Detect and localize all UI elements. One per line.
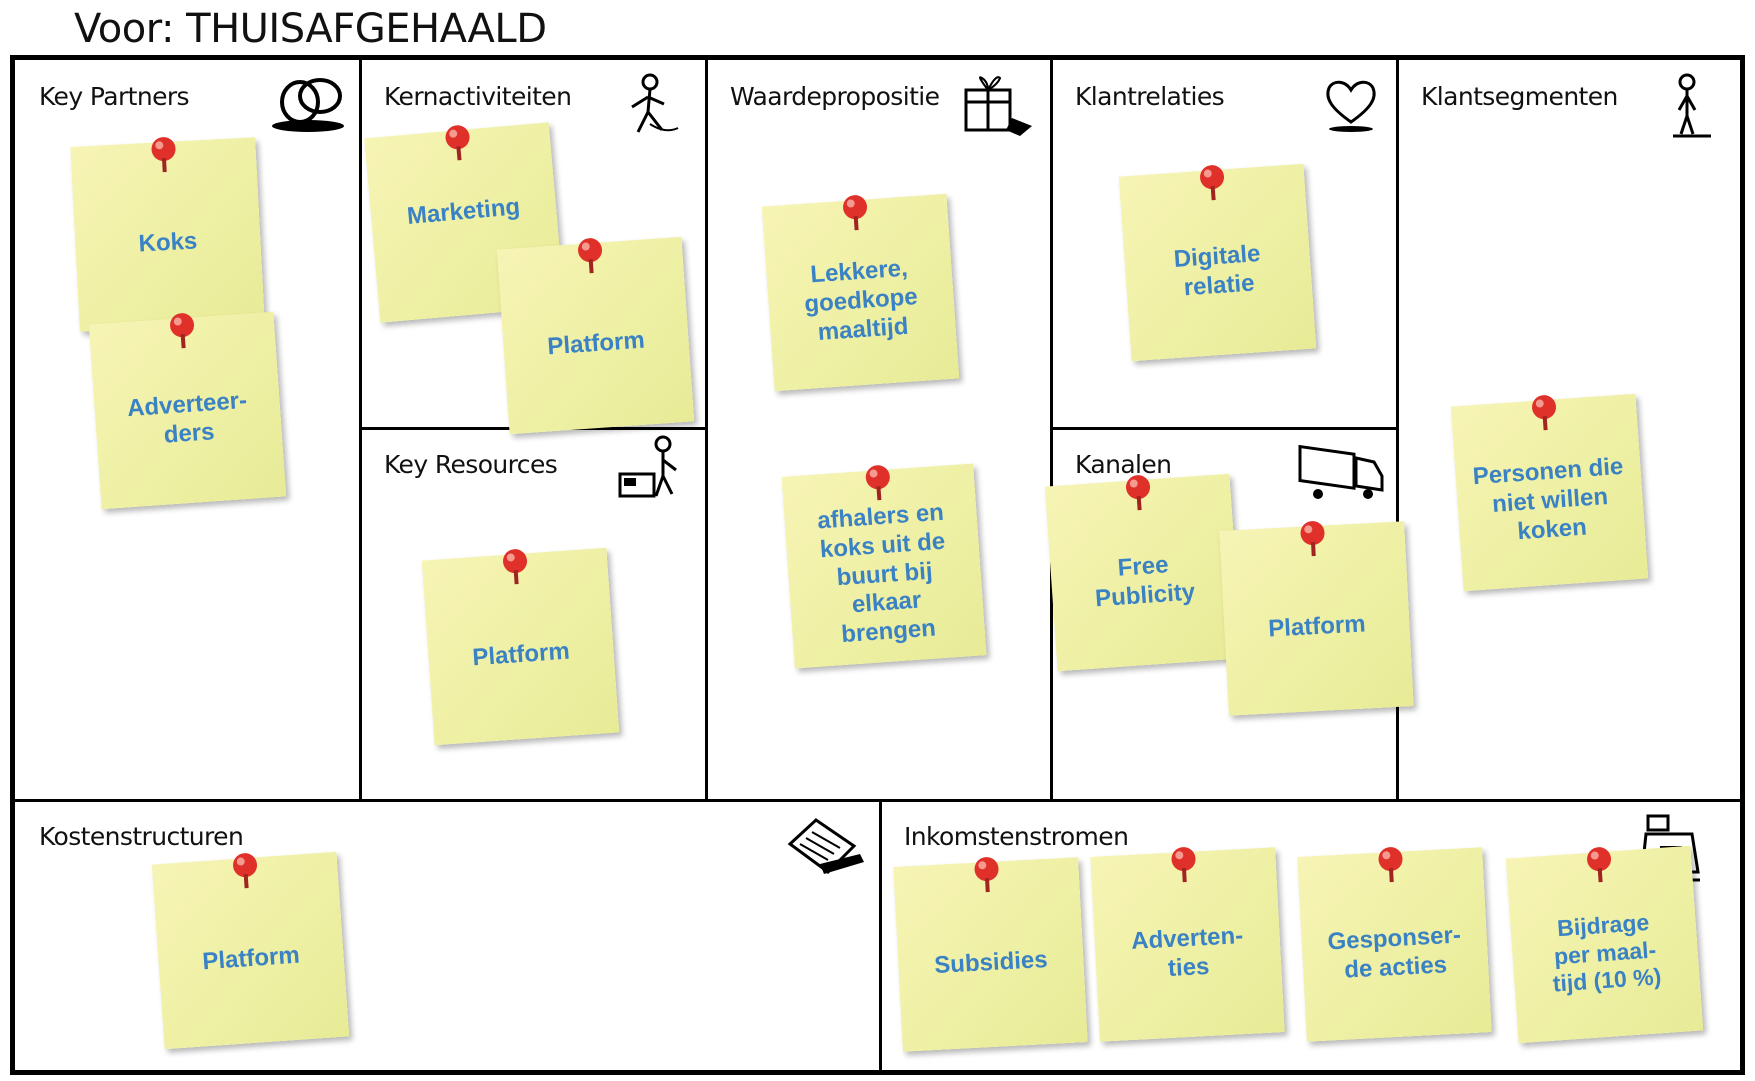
pin-icon — [1199, 165, 1224, 201]
note-text: Adverteer- ders — [126, 386, 248, 449]
rings-icon — [270, 74, 350, 139]
note-text: Lekkere, goedkope maaltijd — [803, 254, 919, 346]
gift-icon — [956, 70, 1036, 145]
receipt-icon — [780, 814, 866, 883]
block-key-resources: Key Resources Platform — [360, 428, 708, 802]
note-gesponserde-acties: Gesponser- de acties — [1297, 847, 1492, 1042]
heart-icon — [1321, 74, 1381, 139]
note-text: Subsidies — [933, 946, 1049, 980]
pin-icon — [865, 465, 890, 501]
note-platform-costs: Platform — [151, 851, 350, 1050]
block-title-klantsegmenten: Klantsegmenten — [1421, 82, 1618, 111]
note-text: Digitale relatie — [1172, 239, 1262, 301]
note-platform-activities: Platform — [496, 236, 695, 435]
note-platform-channels: Platform — [1219, 521, 1414, 716]
note-free-publicity: Free Publicity — [1044, 473, 1243, 672]
pin-icon — [577, 238, 602, 274]
pin-icon — [502, 549, 527, 585]
note-digitale-relatie: Digitale relatie — [1118, 163, 1317, 362]
block-kostenstructuren: Kostenstructuren Platform — [15, 800, 882, 1070]
pin-icon — [1171, 847, 1196, 883]
note-text: Personen die niet willen koken — [1471, 453, 1625, 546]
pin-icon — [1300, 521, 1325, 557]
block-title-kanalen: Kanalen — [1075, 450, 1172, 479]
note-lekkere-goedkope-maaltijd: Lekkere, goedkope maaltijd — [761, 193, 960, 392]
block-key-partners: Key Partners Koks Adverteer- ders — [15, 60, 362, 802]
note-text: Platform — [201, 941, 301, 976]
note-personen-die-niet-willen-koken: Personen die niet willen koken — [1450, 393, 1649, 592]
pin-icon — [1531, 395, 1556, 431]
page-title: Voor: THUISAFGEHAALD — [74, 6, 547, 52]
pin-icon — [1586, 847, 1611, 883]
note-bijdrage-per-maaltijd: Bijdrage per maal- tijd (10 %) — [1505, 845, 1704, 1044]
pin-icon — [842, 195, 867, 231]
pin-icon — [169, 313, 194, 349]
note-subsidies: Subsidies — [893, 857, 1088, 1052]
note-advertenties: Adverten- ties — [1090, 847, 1285, 1042]
block-title-inkomstenstromen: Inkomstenstromen — [904, 822, 1129, 851]
pin-icon — [232, 853, 257, 889]
note-marketing: Marketing — [364, 122, 565, 323]
block-title-waardepropositie: Waardepropositie — [730, 82, 940, 111]
business-model-canvas: Key Partners Koks Adverteer- ders Kernac… — [10, 55, 1745, 1075]
person-icon — [1665, 72, 1715, 147]
note-text: Marketing — [405, 193, 522, 231]
block-waardepropositie: Waardepropositie Lekkere, goedkope maalt… — [706, 60, 1053, 802]
worker-icon — [620, 72, 680, 147]
note-platform-resources: Platform — [421, 547, 620, 746]
block-title-klantrelaties: Klantrelaties — [1075, 82, 1225, 111]
block-inkomstenstromen: Inkomstenstromen Subsidies Adverten- tie… — [880, 800, 1740, 1070]
note-text: Platform — [546, 326, 646, 361]
note-text: Bijdrage per maal- tijd (10 %) — [1551, 908, 1663, 997]
block-title-kernactiviteiten: Kernactiviteiten — [384, 82, 572, 111]
note-text: Gesponser- de acties — [1326, 921, 1462, 984]
note-text: Free Publicity — [1094, 550, 1196, 612]
note-koks: Koks — [70, 137, 265, 332]
note-text: Koks — [137, 227, 198, 258]
note-afhalers-en-koks: afhalers en koks uit de buurt bij elkaar… — [781, 463, 987, 669]
note-text: Platform — [471, 637, 571, 672]
pin-icon — [1378, 847, 1403, 883]
block-kernactiviteiten: Kernactiviteiten Marketing Platform — [360, 60, 708, 435]
block-klantrelaties: Klantrelaties Digitale relatie — [1051, 60, 1399, 430]
note-adverteerders: Adverteer- ders — [88, 311, 287, 510]
block-klantsegmenten: Klantsegmenten Personen die niet willen … — [1397, 60, 1740, 802]
note-text: afhalers en koks uit de buurt bij elkaar… — [816, 498, 947, 649]
person-with-machine-icon — [618, 434, 688, 511]
pin-icon — [974, 857, 999, 893]
pin-icon — [445, 125, 470, 161]
note-text: Adverten- ties — [1130, 921, 1244, 982]
truck-icon — [1296, 440, 1386, 507]
note-text: Platform — [1267, 610, 1367, 643]
block-title-kostenstructuren: Kostenstructuren — [39, 822, 244, 851]
pin-icon — [151, 137, 176, 173]
block-title-key-partners: Key Partners — [39, 82, 190, 111]
block-title-key-resources: Key Resources — [384, 450, 558, 479]
block-kanalen: Kanalen Free Publicity Platform — [1044, 428, 1414, 802]
pin-icon — [1125, 475, 1150, 511]
